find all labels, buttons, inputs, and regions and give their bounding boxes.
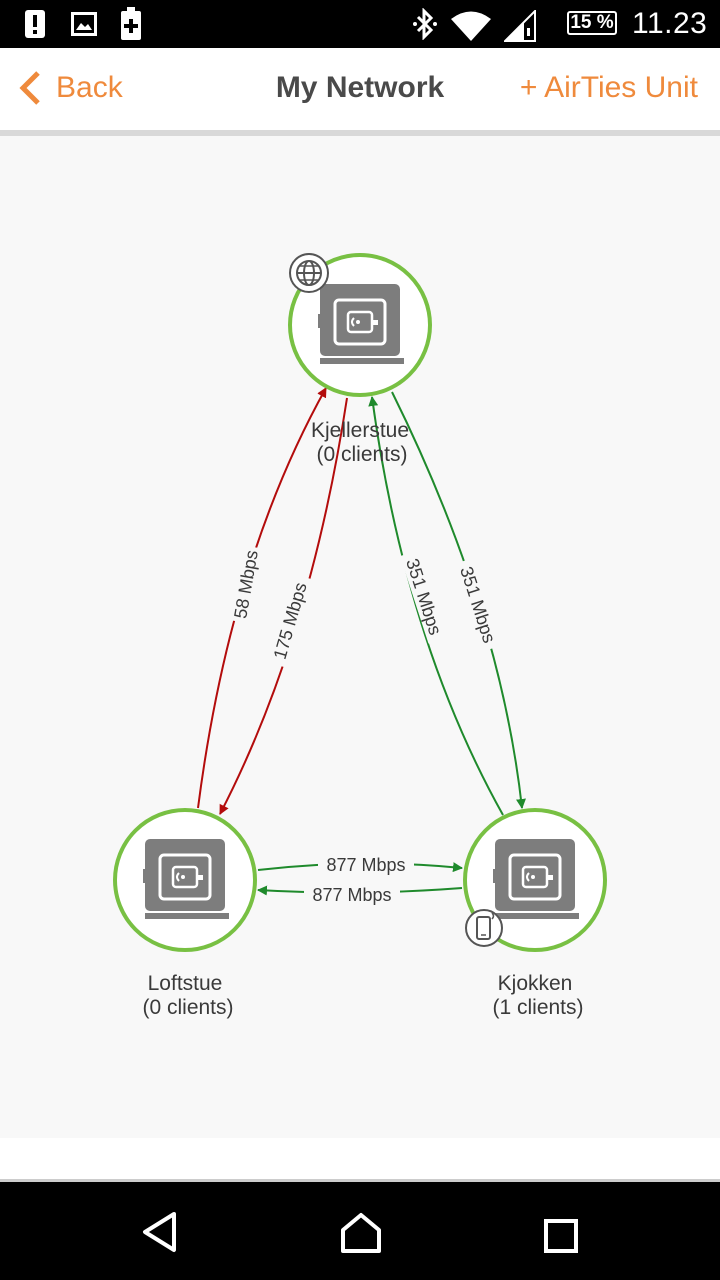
back-nav-icon[interactable] [140,1210,180,1254]
node-name: Kjellerstue [311,419,409,442]
link-kjokken-to-kjellerstue [368,396,504,816]
link-rate-label: 351 Mbps [402,556,445,637]
bluetooth-icon [413,8,437,40]
footer-strip [0,1138,720,1182]
network-map-canvas: 877 Mbps 877 Mbps 58 Mbps 175 Mbps 351 M… [113,253,607,1019]
signal-icon [504,10,536,42]
image-icon [71,12,97,36]
node-clients: (1 clients) [492,996,583,1019]
alert-icon [25,10,45,38]
node-clients: (0 clients) [316,443,407,466]
add-airties-unit-button[interactable]: + AirTies Unit [519,71,698,104]
chevron-left-icon [19,71,40,105]
app-header: Back My Network + AirTies Unit [0,48,720,136]
wifi-icon [451,11,491,41]
node-loftstue[interactable]: Loftstue (0 clients) [113,808,257,1019]
mobile-client-icon [465,909,503,947]
page-title: My Network [275,71,445,104]
link-rate-label: 175 Mbps [270,580,311,662]
battery-plus-icon [121,7,141,40]
recents-nav-icon[interactable] [543,1218,579,1254]
back-label: Back [56,71,123,104]
link-rate-label: 877 Mbps [326,855,405,875]
node-name: Loftstue [148,972,223,995]
back-button[interactable]: Back [16,68,123,108]
globe-icon [289,253,329,293]
clock: 11.23 [632,7,708,40]
link-rate-label: 58 Mbps [230,549,262,620]
link-rate-label: 877 Mbps [312,885,391,905]
link-kjellerstue-to-kjokken [391,391,526,809]
node-clients: (0 clients) [142,996,233,1019]
status-bar: 15 % 11.23 [0,0,720,48]
navigation-bar [0,1182,720,1280]
home-nav-icon[interactable] [339,1212,383,1254]
network-map: 877 Mbps 877 Mbps 58 Mbps 175 Mbps 351 M… [0,136,720,1138]
link-rate-label: 351 Mbps [456,564,499,645]
battery-percent: 15 % [567,11,617,35]
node-name: Kjokken [498,972,573,995]
node-kjellerstue[interactable]: Kjellerstue (0 clients) [288,253,432,466]
node-kjokken[interactable]: Kjokken (1 clients) [463,808,607,1019]
